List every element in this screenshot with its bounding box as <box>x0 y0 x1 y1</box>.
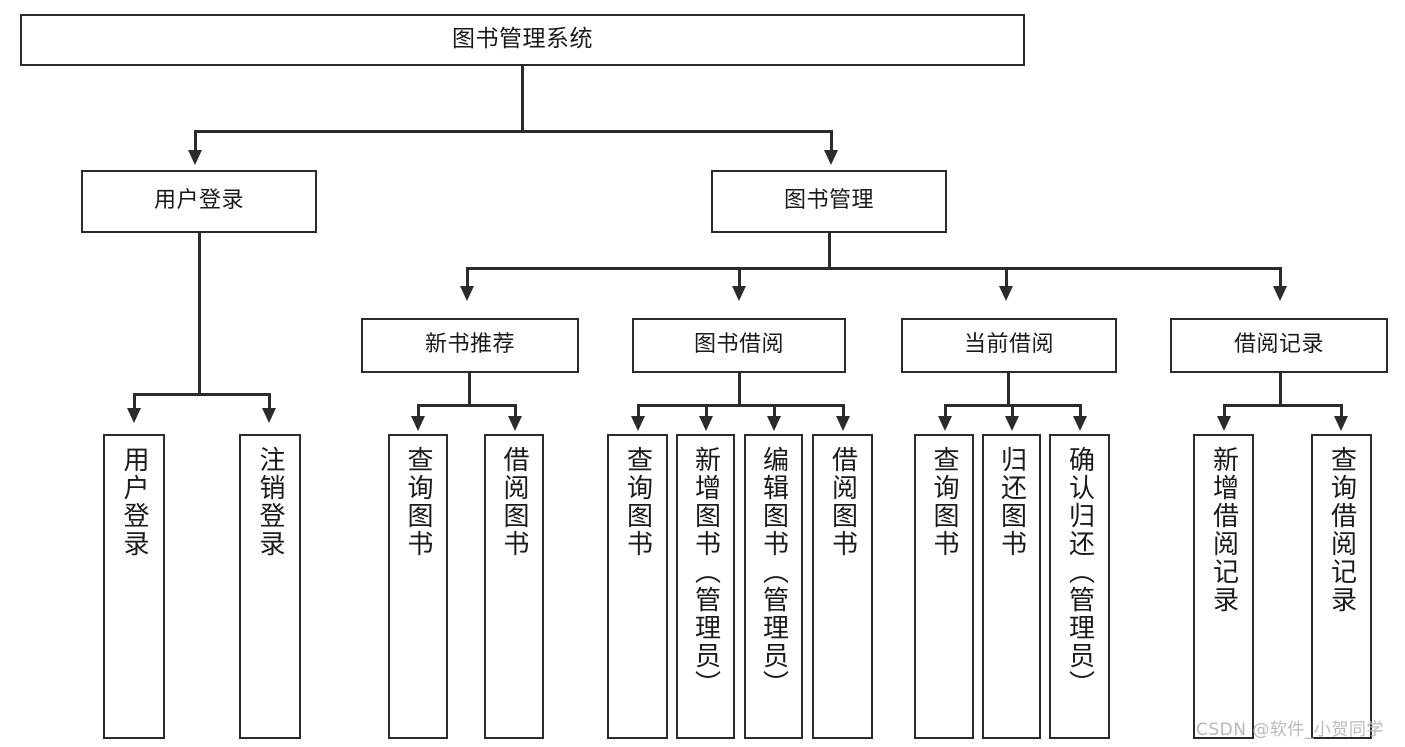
arrow-down-icon <box>631 416 645 431</box>
arrow-down-icon <box>999 286 1013 301</box>
arrow-down-icon <box>127 408 141 423</box>
leaf-new-book-borrow[interactable]: 借阅图书 <box>484 434 544 739</box>
arrow-down-icon <box>836 416 850 431</box>
connector-user-login-leaf-2 <box>268 393 271 411</box>
connector-book-borrow-leaf-1 <box>637 404 640 419</box>
connector-to-borrow-record <box>1279 267 1282 289</box>
arrow-down-icon <box>1005 416 1019 431</box>
connector-book-borrow-leaf-3 <box>773 404 776 419</box>
leaf-current-borrow-confirm[interactable]: 确认归还（管理员） <box>1049 434 1110 739</box>
connector-root-stem <box>521 66 524 130</box>
connector-user-login-leaf-1 <box>133 393 136 411</box>
node-label: 查询图书 <box>403 446 433 558</box>
connector-current-borrow-leaf-2 <box>1011 404 1014 419</box>
arrow-down-icon <box>699 416 713 431</box>
node-label: 借阅记录 <box>1233 332 1324 358</box>
arrow-down-icon <box>411 416 425 431</box>
arrow-down-icon <box>262 408 276 423</box>
connector-book-borrow-stem <box>738 373 741 406</box>
arrow-down-icon <box>732 286 746 301</box>
node-label: 图书管理系统 <box>452 26 593 53</box>
connector-new-book-bus <box>417 404 516 407</box>
node-new-book-recommend[interactable]: 新书推荐 <box>361 318 579 373</box>
connector-to-current-borrow <box>1005 267 1008 289</box>
node-label: 图书管理 <box>783 188 874 214</box>
connector-new-book-leaf-2 <box>514 404 517 419</box>
arrow-down-icon <box>508 416 522 431</box>
leaf-user-login-signin[interactable]: 用户登录 <box>103 434 165 739</box>
connector-to-new-book <box>466 267 469 289</box>
connector-book-borrow-leaf-2 <box>705 404 708 419</box>
node-current-borrow[interactable]: 当前借阅 <box>901 318 1117 373</box>
connector-user-login-stem <box>198 233 201 395</box>
connector-root-bus <box>194 130 832 133</box>
leaf-current-borrow-query[interactable]: 查询图书 <box>914 434 974 739</box>
leaf-current-borrow-return[interactable]: 归还图书 <box>982 434 1041 739</box>
leaf-borrow-record-query[interactable]: 查询借阅记录 <box>1311 434 1372 739</box>
connector-borrow-record-stem <box>1279 373 1282 406</box>
connector-new-book-stem <box>468 373 471 406</box>
node-root-system[interactable]: 图书管理系统 <box>20 14 1025 66</box>
leaf-book-borrow-query[interactable]: 查询图书 <box>607 434 668 739</box>
connector-borrow-record-bus <box>1223 404 1342 407</box>
connector-current-borrow-stem <box>1007 373 1010 406</box>
node-label: 借阅图书 <box>827 446 858 558</box>
connector-new-book-leaf-1 <box>417 404 420 419</box>
node-label: 用户登录 <box>119 446 149 558</box>
node-label: 用户登录 <box>153 188 244 214</box>
node-label: 查询图书 <box>622 446 653 558</box>
leaf-borrow-record-add[interactable]: 新增借阅记录 <box>1193 434 1254 739</box>
connector-book-manage-stem <box>828 233 831 269</box>
leaf-book-borrow-lend[interactable]: 借阅图书 <box>812 434 873 739</box>
connector-book-borrow-leaf-4 <box>842 404 845 419</box>
arrow-down-icon <box>1334 416 1348 431</box>
node-borrow-record[interactable]: 借阅记录 <box>1170 318 1388 373</box>
watermark-text: CSDN @软件_小贺同学 <box>1196 720 1384 740</box>
arrow-down-icon <box>188 150 202 165</box>
connector-root-to-book-manage <box>830 130 833 153</box>
node-label: 新增图书（管理员） <box>690 446 721 698</box>
arrow-down-icon <box>1273 286 1287 301</box>
arrow-down-icon <box>460 286 474 301</box>
node-label: 确认归还（管理员） <box>1064 446 1095 698</box>
arrow-down-icon <box>824 150 838 165</box>
node-book-management[interactable]: 图书管理 <box>711 170 947 233</box>
leaf-book-borrow-edit[interactable]: 编辑图书（管理员） <box>744 434 803 739</box>
connector-current-borrow-leaf-3 <box>1079 404 1082 419</box>
connector-borrow-record-leaf-1 <box>1223 404 1226 419</box>
leaf-user-login-signout[interactable]: 注销登录 <box>239 434 301 739</box>
connector-user-login-bus <box>133 393 270 396</box>
node-label: 编辑图书（管理员） <box>758 446 789 698</box>
connector-to-book-borrow <box>738 267 741 289</box>
node-label: 新书推荐 <box>424 332 515 358</box>
node-label: 当前借阅 <box>963 332 1054 358</box>
node-user-login[interactable]: 用户登录 <box>81 170 317 233</box>
node-label: 图书借阅 <box>693 332 784 358</box>
leaf-new-book-query[interactable]: 查询图书 <box>388 434 448 739</box>
node-book-borrow[interactable]: 图书借阅 <box>632 318 846 373</box>
connector-book-borrow-bus <box>637 404 844 407</box>
node-label: 注销登录 <box>255 446 285 558</box>
connector-borrow-record-leaf-2 <box>1340 404 1343 419</box>
leaf-book-borrow-add[interactable]: 新增图书（管理员） <box>676 434 735 739</box>
node-label: 查询借阅记录 <box>1326 446 1357 614</box>
connector-root-to-user-login <box>194 130 197 153</box>
arrow-down-icon <box>938 416 952 431</box>
node-label: 查询图书 <box>929 446 959 558</box>
connector-book-manage-bus <box>466 267 1281 270</box>
arrow-down-icon <box>1073 416 1087 431</box>
node-label: 借阅图书 <box>499 446 529 558</box>
connector-current-borrow-leaf-1 <box>944 404 947 419</box>
arrow-down-icon <box>1217 416 1231 431</box>
node-label: 新增借阅记录 <box>1208 446 1239 614</box>
arrow-down-icon <box>767 416 781 431</box>
node-label: 归还图书 <box>996 446 1027 558</box>
